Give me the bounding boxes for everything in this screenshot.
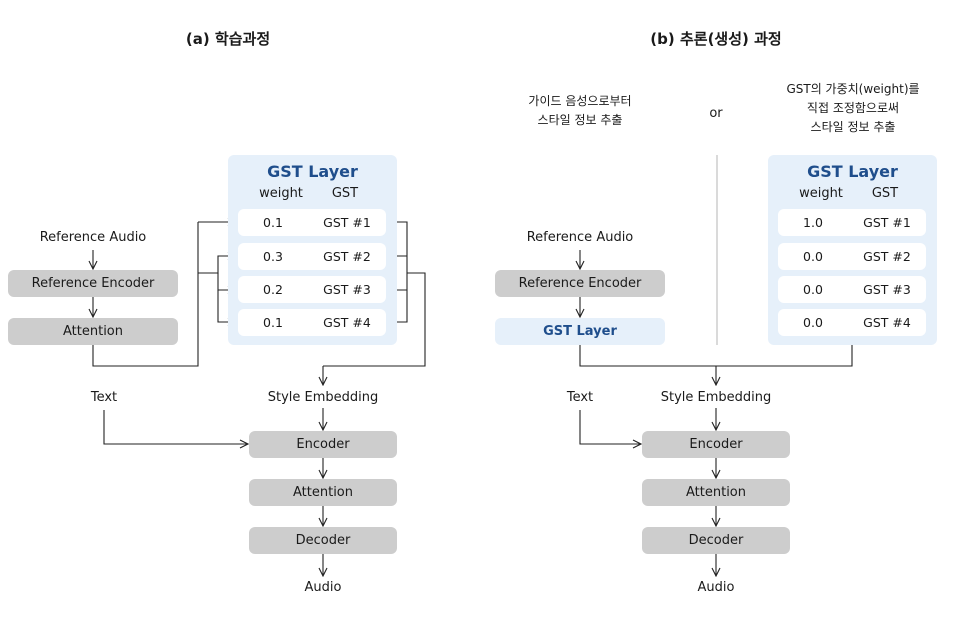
right-note-right-line2: 직접 조정함으로써 — [806, 101, 900, 115]
left-text-label: Text — [90, 390, 118, 405]
right-gst-row-2: 0.0 GST #2 — [778, 243, 926, 270]
line-r-gst-to-merge — [579, 345, 853, 367]
right-gst-row-1-weight: 1.0 — [803, 215, 823, 230]
right-gst-row-4-weight: 0.0 — [803, 315, 823, 330]
left-col-weight: weight — [259, 186, 303, 201]
right-gst-row-2-weight: 0.0 — [803, 249, 823, 264]
arrow-r-text-to-encoder — [579, 410, 641, 444]
right-gst-row-3-name: GST #3 — [863, 282, 911, 297]
line-gst1-out — [387, 221, 408, 323]
right-gst-row-1: 1.0 GST #1 — [778, 209, 926, 236]
left-gst-row-3-name: GST #3 — [323, 282, 371, 297]
right-reference-encoder-box: Reference Encoder — [495, 270, 665, 297]
right-attention-box: Attention — [642, 479, 790, 506]
right-gst-layer-box: GST Layer — [495, 318, 665, 345]
left-encoder-box: Encoder — [249, 431, 397, 458]
right-encoder-box: Encoder — [642, 431, 790, 458]
left-title: (a) 학습과정 — [185, 30, 271, 48]
left-gst-row-1-weight: 0.1 — [263, 215, 283, 230]
right-text-label: Text — [566, 390, 594, 405]
line-attention-to-gst — [92, 222, 199, 367]
arrow-text-to-encoder — [103, 410, 248, 444]
right-decoder-box: Decoder — [642, 527, 790, 554]
right-audio-label: Audio — [697, 580, 735, 595]
right-col-weight: weight — [799, 186, 843, 201]
left-gst-row-1-name: GST #1 — [323, 215, 371, 230]
left-gst-layer-title: GST Layer — [267, 162, 358, 181]
left-gst-row-4-name: GST #4 — [323, 315, 371, 330]
right-note-left-line2: 스타일 정보 추출 — [537, 113, 623, 127]
right-note-right: GST의 가중치(weight)를 직접 조정함으로써 스타일 정보 추출 — [770, 80, 936, 137]
right-gst-row-2-name: GST #2 — [863, 249, 911, 264]
left-gst-row-4-weight: 0.1 — [263, 315, 283, 330]
right-gst-row-1-name: GST #1 — [863, 215, 911, 230]
right-note-left-line1: 가이드 음성으로부터 — [528, 94, 632, 108]
right-gst-row-4: 0.0 GST #4 — [778, 309, 926, 336]
left-gst-row-2-weight: 0.3 — [263, 249, 283, 264]
right-gst-row-3: 0.0 GST #3 — [778, 276, 926, 303]
left-reference-encoder-box: Reference Encoder — [8, 270, 178, 297]
line-gst-merge — [323, 272, 426, 367]
right-note-right-line1: GST의 가중치(weight)를 — [786, 82, 920, 96]
right-note-right-line3: 스타일 정보 추출 — [810, 120, 896, 134]
right-reference-audio-label: Reference Audio — [526, 230, 634, 245]
left-gst-row-1: 0.1 GST #1 — [238, 209, 386, 236]
right-gst-row-4-name: GST #4 — [863, 315, 911, 330]
left-attention-top-box: Attention — [8, 318, 178, 345]
left-col-gst: GST — [331, 186, 359, 201]
left-gst-row-4: 0.1 GST #4 — [238, 309, 386, 336]
left-decoder-box: Decoder — [249, 527, 397, 554]
left-style-embedding-label: Style Embedding — [267, 390, 379, 405]
right-note-left: 가이드 음성으로부터 스타일 정보 추출 — [500, 92, 660, 130]
left-gst-row-3: 0.2 GST #3 — [238, 276, 386, 303]
arrow-to-gst2 — [198, 256, 236, 274]
left-gst-row-3-weight: 0.2 — [263, 282, 283, 297]
right-style-embedding-label: Style Embedding — [660, 390, 772, 405]
left-gst-row-2: 0.3 GST #2 — [238, 243, 386, 270]
left-gst-row-2-name: GST #2 — [323, 249, 371, 264]
right-gst-row-3-weight: 0.0 — [803, 282, 823, 297]
right-gst-layer-title: GST Layer — [807, 162, 898, 181]
left-reference-audio-label: Reference Audio — [39, 230, 147, 245]
right-or-label: or — [709, 106, 723, 121]
left-attention-box: Attention — [249, 479, 397, 506]
left-audio-label: Audio — [304, 580, 342, 595]
right-title: (b) 추론(생성) 과정 — [650, 30, 782, 48]
right-col-gst: GST — [871, 186, 899, 201]
